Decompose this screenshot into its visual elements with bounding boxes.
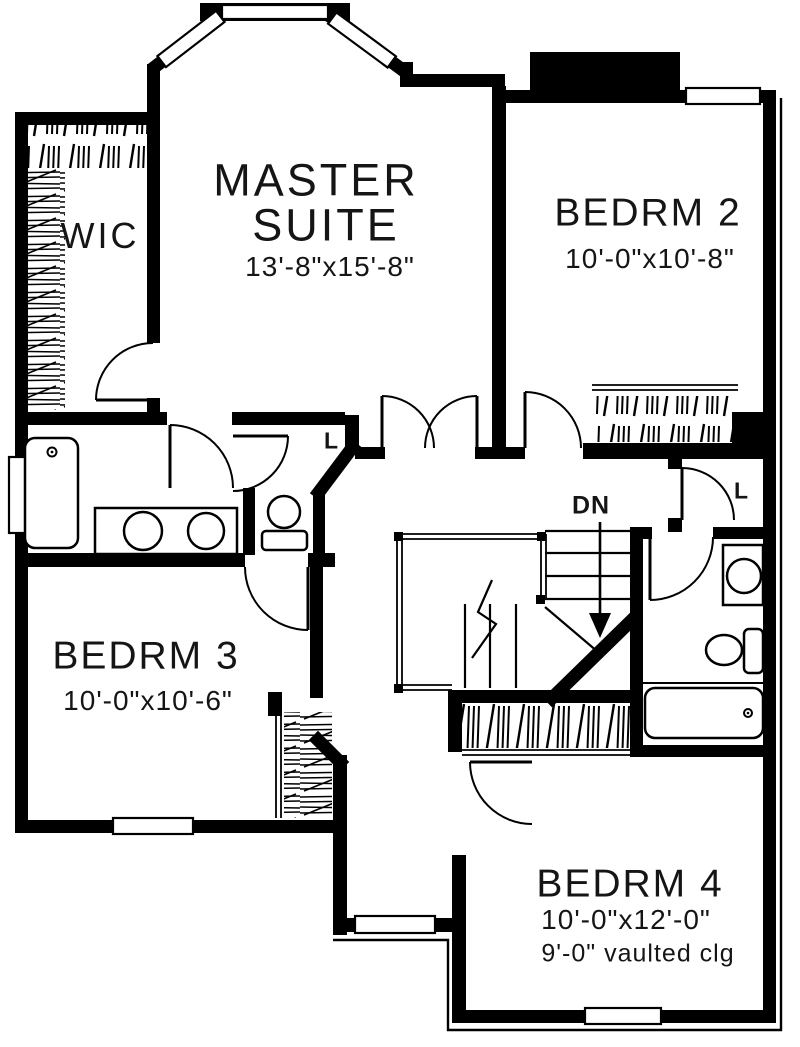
bedroom2-door-swing (524, 391, 582, 449)
stair-break-line (471, 579, 498, 659)
master-tub (23, 436, 80, 550)
bedroom3-dimensions: 10'-0"x10'-6" (63, 685, 233, 716)
master-suite-label-line2: SUITE (252, 199, 400, 251)
bay-window-right (326, 10, 398, 70)
fixtures (23, 436, 765, 740)
closet-fronts (275, 384, 738, 818)
closet-hatching (28, 122, 732, 818)
bedroom2-label: BEDRM 2 (554, 191, 742, 235)
rail-post (394, 684, 403, 693)
wic-door-swing (95, 342, 154, 401)
bedroom2-window (684, 86, 762, 106)
master-suite-dimensions: 13'-8"x15'-8" (245, 251, 415, 282)
master-sink-left (122, 510, 164, 552)
hall-bath-tub (643, 686, 765, 740)
master-linen-label: L (323, 427, 339, 454)
under-stair-wall (542, 608, 644, 708)
master-toilet-bowl (266, 494, 302, 530)
hall-bath-sink (725, 557, 763, 595)
bedroom3-closet-hatch (284, 712, 332, 818)
roof-overhang-outline (333, 98, 783, 1032)
hall-bath-toilet-tank (742, 627, 765, 675)
hall-linen-door-swing (681, 467, 735, 521)
wic-shelf-hatch (28, 168, 65, 410)
winder-edge (544, 606, 599, 653)
wic-rod-hatch (28, 122, 147, 168)
hall-linen-label: L (733, 477, 749, 504)
bay-window-left (155, 9, 227, 69)
wc-door-swing (232, 435, 289, 492)
master-toilet-tank (260, 529, 309, 552)
bedroom3-window (111, 816, 195, 836)
hall-bath-door-swing (649, 536, 714, 601)
bedroom4-door-swing (469, 761, 533, 825)
stairs (463, 529, 630, 688)
bedroom4-window (583, 1006, 663, 1026)
master-door-swing-left (381, 395, 435, 449)
bedroom2-closet-hatch (596, 396, 732, 442)
stairs-down-arrow (589, 522, 611, 638)
windows (7, 3, 762, 1026)
master-door-swing-right (424, 395, 478, 449)
master-suite-label-line1: MASTER (213, 154, 419, 206)
bedroom4-closet-hatch (462, 704, 630, 748)
master-sink-right (186, 511, 226, 551)
wic-label: WIC (60, 215, 140, 256)
stairs-down-label: DN (571, 491, 611, 520)
bedroom3-door-swing (244, 566, 309, 631)
master-bath-door-swing (169, 424, 234, 489)
hall-bath-toilet-bowl (704, 633, 744, 667)
nook-window (353, 914, 437, 935)
bedroom3-label: BEDRM 3 (52, 634, 240, 678)
doors (95, 342, 735, 825)
bedroom4-ceiling-note: 9'-0" vaulted clg (541, 939, 735, 968)
chimney (530, 52, 680, 92)
bedroom2-dimensions: 10'-0"x10'-8" (565, 243, 735, 274)
stair-railing (396, 533, 547, 691)
bedroom4-dimensions: 10'-0"x12'-0" (541, 904, 711, 935)
bedroom4-label: BEDRM 4 (536, 862, 724, 906)
rail-post (536, 595, 545, 604)
bay-window-center (220, 3, 330, 21)
rail-post (394, 532, 403, 541)
